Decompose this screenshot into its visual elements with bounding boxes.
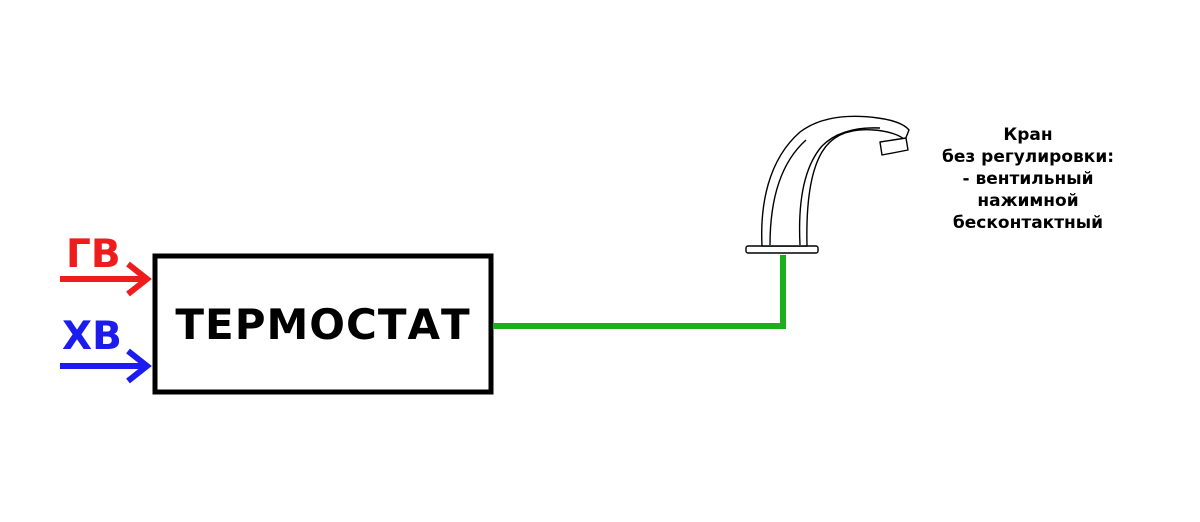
faucet-aerator bbox=[879, 137, 909, 156]
faucet-spout-contour bbox=[798, 127, 881, 246]
faucet-note-line: без регулировки: bbox=[941, 147, 1115, 167]
faucet-note-line: Кран bbox=[1003, 125, 1053, 145]
faucet-note: Кран без регулировки: - вентильный нажим… bbox=[928, 124, 1128, 234]
faucet-spout bbox=[761, 115, 910, 247]
faucet-body-contour bbox=[769, 139, 807, 246]
outlet-pipe bbox=[493, 255, 786, 329]
faucet-note-line: - вентильный bbox=[962, 169, 1094, 189]
hot-water-arrowhead bbox=[126, 261, 152, 297]
thermostat-label: ТЕРМОСТАТ bbox=[175, 299, 471, 349]
cold-water-arrowhead bbox=[126, 348, 152, 384]
thermostat-box bbox=[152, 253, 494, 395]
cold-water-arrow bbox=[60, 348, 152, 384]
hot-water-label: ГВ bbox=[66, 232, 121, 277]
faucet-note-line: нажимной bbox=[977, 191, 1079, 211]
faucet-note-line: бесконтактный bbox=[952, 213, 1104, 233]
hot-water-arrow bbox=[60, 261, 152, 297]
faucet-icon bbox=[745, 115, 910, 254]
faucet-base bbox=[745, 245, 819, 254]
cold-water-label: ХВ bbox=[62, 314, 122, 359]
